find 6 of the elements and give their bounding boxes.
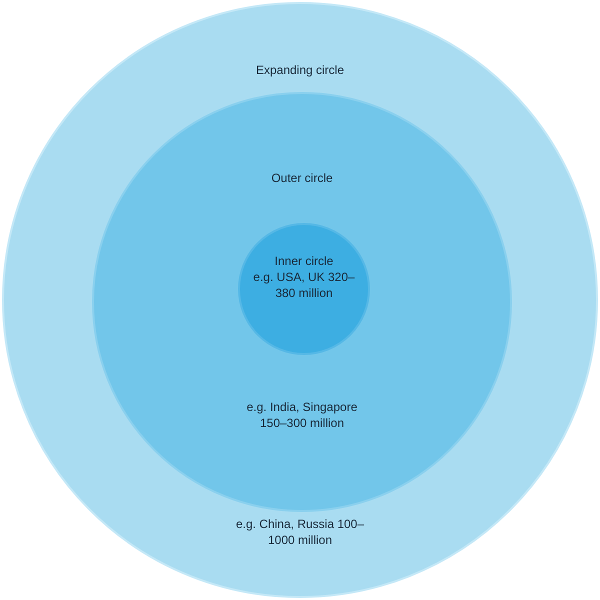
circle-title: Outer circle bbox=[270, 170, 334, 186]
circle-title: Expanding circle bbox=[254, 62, 346, 78]
circle-description: e.g. USA, UK 320–380 million bbox=[252, 269, 356, 301]
circle-description: e.g. India, Singapore 150–300 million bbox=[246, 399, 358, 431]
circle-description: e.g. China, Russia 100–1000 million bbox=[234, 516, 366, 548]
circle-title: Inner circle bbox=[274, 253, 334, 269]
